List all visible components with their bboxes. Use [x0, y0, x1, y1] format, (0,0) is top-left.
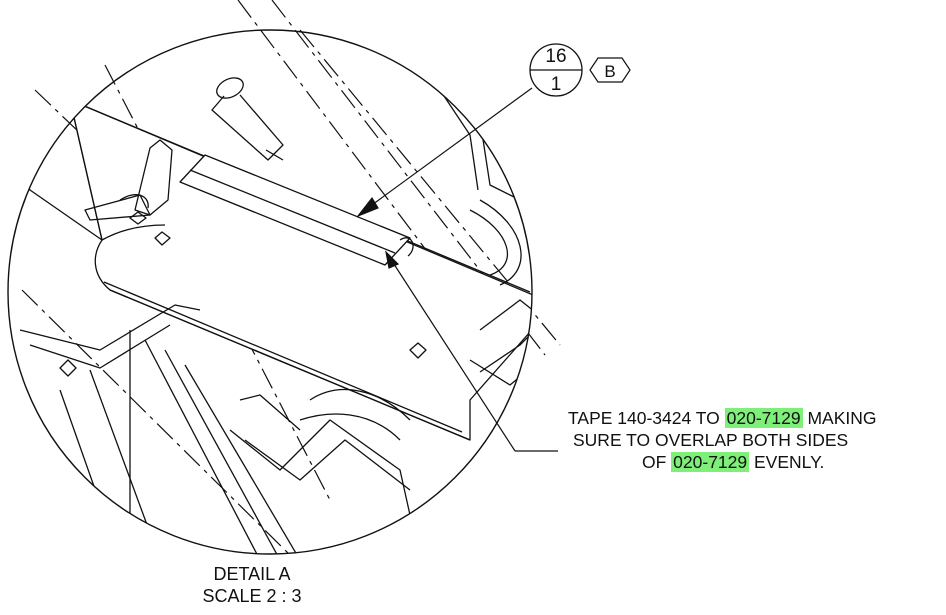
part-number-highlight: 020-7129 — [724, 408, 803, 428]
item-balloon: 16 1 B — [529, 43, 631, 97]
assembly-note: TAPE 140-3424 TO 020-7129 MAKING SURE TO… — [560, 407, 946, 473]
assembly-geometry — [8, 44, 532, 554]
detail-scale: SCALE 2 : 3 — [202, 586, 302, 606]
note-line-3: OF 020-7129 EVENLY. — [642, 452, 825, 472]
revision-flag-letter: B — [604, 62, 615, 81]
revision-flag — [589, 57, 631, 83]
part-number-highlight: 020-7129 — [671, 452, 750, 472]
detail-circle — [7, 29, 533, 555]
detail-title: DETAIL A — [213, 564, 291, 584]
balloon-leader — [356, 87, 533, 218]
note-line-1: TAPE 140-3424 TO 020-7129 MAKING — [568, 408, 877, 428]
note-line-2: SURE TO OVERLAP BOTH SIDES — [573, 430, 849, 450]
note-leader — [385, 250, 558, 452]
balloon-item-number: 16 — [545, 46, 566, 67]
balloon-quantity: 1 — [551, 74, 562, 95]
detail-caption: DETAIL A SCALE 2 : 3 — [150, 563, 354, 607]
screw — [211, 77, 284, 161]
terminal-tab — [84, 139, 173, 221]
